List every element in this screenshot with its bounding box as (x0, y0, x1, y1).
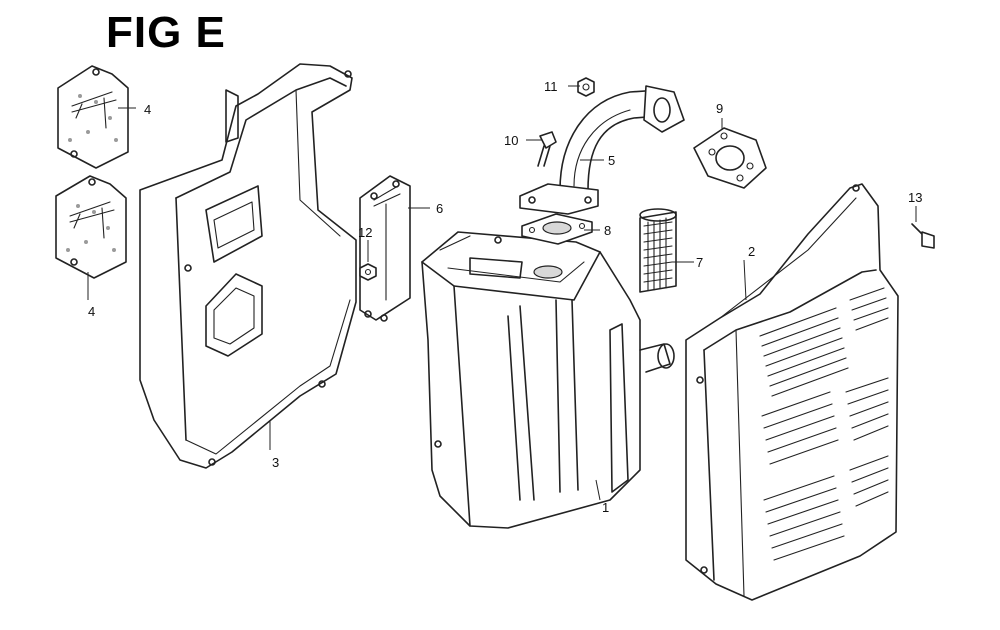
part-9-gasket (693, 127, 767, 189)
part-12-nut (359, 263, 377, 281)
part-8-gasket (521, 213, 593, 245)
figure-title: FIG E (106, 8, 226, 57)
part-2-muffler-cover (685, 183, 899, 601)
callout-9: 9 (716, 101, 723, 116)
callout-13: 13 (908, 190, 922, 205)
callout-11: 11 (544, 79, 558, 94)
callout-4-lower: 4 (88, 304, 95, 319)
part-4-upper-plate (57, 65, 129, 169)
part-1-muffler (421, 231, 675, 529)
callout-1: 1 (602, 500, 609, 515)
callout-5: 5 (608, 153, 615, 168)
callout-4-upper: 4 (144, 102, 151, 117)
part-4-lower-plate (55, 175, 127, 279)
callout-2: 2 (748, 244, 755, 259)
part-13-bolt (911, 223, 935, 249)
part-3-muffler-protector (139, 63, 357, 469)
part-10-bolt (537, 131, 557, 167)
callout-10: 10 (504, 133, 518, 148)
callout-12: 12 (358, 225, 372, 240)
callout-3: 3 (272, 455, 279, 470)
part-11-nut (577, 77, 595, 97)
callout-6: 6 (436, 201, 443, 216)
leader-lines (87, 85, 917, 501)
callout-7: 7 (696, 255, 703, 270)
part-6-bracket (359, 175, 411, 322)
part-7-spark-arrester (639, 208, 677, 293)
callout-8: 8 (604, 223, 611, 238)
part-5-exhaust-pipe (519, 85, 685, 215)
